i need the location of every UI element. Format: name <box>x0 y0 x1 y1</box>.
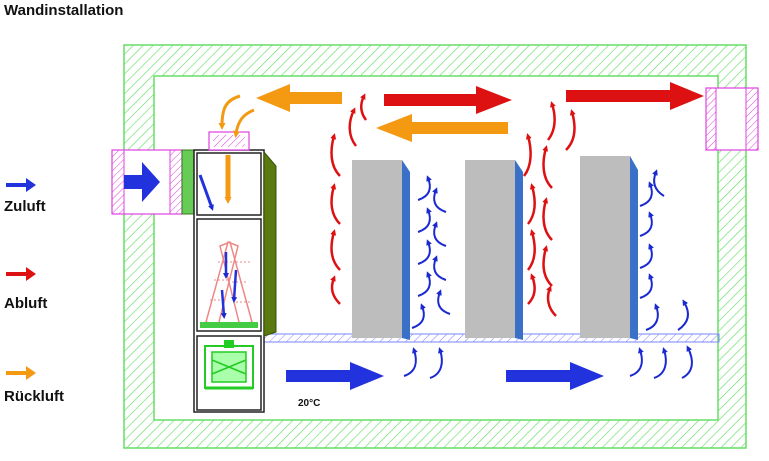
exhaust-arrow-right <box>566 82 704 110</box>
air-handling-unit <box>193 131 277 413</box>
server-rack-2 <box>465 160 523 340</box>
return-curves <box>218 94 255 138</box>
supply-air-duct <box>111 149 195 215</box>
page-title: Wandinstallation <box>4 2 124 19</box>
room-walls <box>123 44 747 449</box>
exhaust-arrow-top <box>384 86 512 114</box>
return-arrow-top <box>256 84 342 112</box>
supply-arrow-floor-2 <box>506 362 604 390</box>
legend-label-rueckluft: Rückluft <box>4 388 64 405</box>
return-arrow-middle <box>376 114 508 142</box>
server-rack-3 <box>580 156 638 340</box>
exhaust-curves <box>330 93 576 317</box>
legend-arrow-abluft-icon <box>6 267 36 281</box>
legend-label-abluft: Abluft <box>4 295 48 312</box>
legend-label-zuluft: Zuluft <box>4 198 46 215</box>
temperature-label: 20°C <box>298 398 321 409</box>
exhaust-air-duct <box>705 87 759 151</box>
legend-arrow-zuluft-icon <box>6 178 36 192</box>
supply-arrow-floor-1 <box>286 362 384 390</box>
legend-arrow-rueckluft-icon <box>6 366 36 380</box>
supply-curves <box>403 169 693 379</box>
server-rack-1 <box>352 160 410 340</box>
